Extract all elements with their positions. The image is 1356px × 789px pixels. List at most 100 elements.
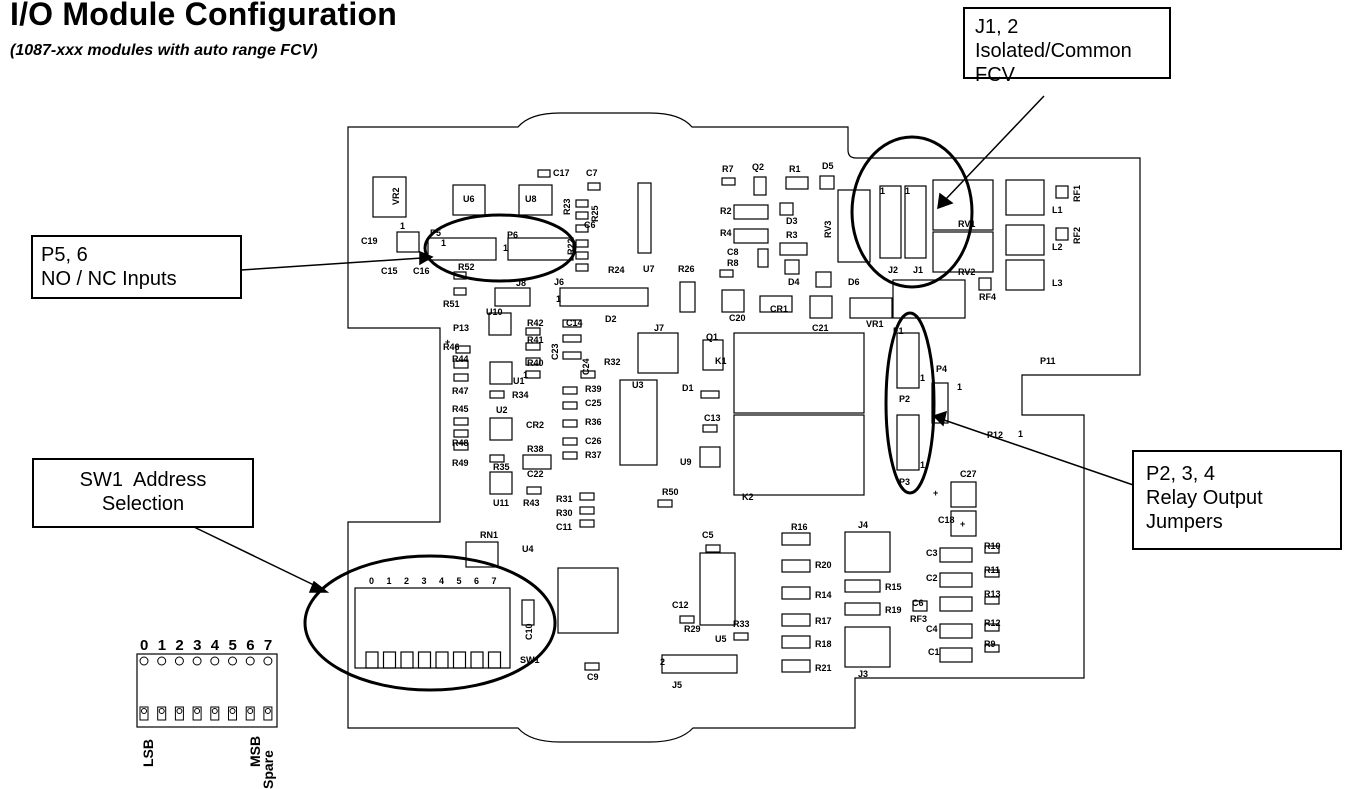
component-label: Q1 xyxy=(706,332,718,342)
pcb-component xyxy=(1055,185,1069,199)
ellipse-p234 xyxy=(884,311,936,495)
pcb-component xyxy=(562,451,578,460)
component-label: R32 xyxy=(604,357,621,367)
pcb-component xyxy=(575,211,589,220)
component-label: R3 xyxy=(786,230,798,240)
pcb-component xyxy=(950,510,977,537)
pcb-component xyxy=(815,271,832,288)
component-label: J6 xyxy=(554,277,564,287)
sw1-digit: 3 xyxy=(422,576,427,586)
component-label: VR2 xyxy=(391,187,401,205)
pcb-component xyxy=(932,231,994,273)
component-label: D2 xyxy=(605,314,617,324)
pcb-component xyxy=(562,351,582,360)
component-label: C17 xyxy=(553,168,570,178)
sd-digit: 1 xyxy=(158,637,166,654)
sw1-digit: 6 xyxy=(474,576,479,586)
pcb-component xyxy=(733,414,865,496)
pcb-component xyxy=(525,342,541,351)
component-label: R49 xyxy=(452,458,469,468)
component-label: C14 xyxy=(566,318,583,328)
component-label: C25 xyxy=(585,398,602,408)
component-label: C7 xyxy=(586,168,598,178)
sd-toggle-dot xyxy=(141,708,147,714)
component-label: RF2 xyxy=(1072,227,1082,244)
pcb-component xyxy=(784,259,800,275)
component-label: C4 xyxy=(926,624,938,634)
component-label: RV2 xyxy=(958,267,975,277)
pcb-component xyxy=(453,360,469,369)
component-label: C3 xyxy=(926,548,938,558)
component-label: R1 xyxy=(789,164,801,174)
pcb-component xyxy=(939,623,973,639)
component-label: D4 xyxy=(788,277,800,287)
pcb-component xyxy=(396,231,420,253)
component-label: U11 xyxy=(493,498,509,508)
pcb-component xyxy=(679,281,696,313)
pcb-component xyxy=(562,437,578,446)
pcb-component xyxy=(507,237,574,261)
component-label: R22 xyxy=(566,238,576,255)
sd-pin xyxy=(228,656,237,666)
sd-toggle-dot xyxy=(176,708,183,714)
sw1-toggle xyxy=(417,651,432,669)
component-label: R21 xyxy=(815,663,832,673)
pcb-component xyxy=(575,263,589,272)
component-label: R41 xyxy=(527,335,544,345)
component-label: R4 xyxy=(720,228,732,238)
pcb-component xyxy=(453,442,469,451)
pcb-component xyxy=(932,179,994,231)
sd-digit: 7 xyxy=(264,637,272,654)
component-label: R18 xyxy=(815,639,832,649)
pcb-component xyxy=(699,552,736,626)
pcb-component xyxy=(562,334,582,343)
callout-j1j2-line2: Isolated/Common FCV xyxy=(975,40,1132,86)
component-label: U6 xyxy=(463,194,475,204)
component-label: P3 xyxy=(899,477,910,487)
pcb-component xyxy=(904,185,927,259)
component-label: R31 xyxy=(556,494,573,504)
callout-p5p6: P5, 6 NO / NC Inputs xyxy=(31,235,242,299)
component-label: R16 xyxy=(791,522,808,532)
pcb-component xyxy=(721,289,745,313)
component-label: U4 xyxy=(522,544,534,554)
component-label: R13 xyxy=(984,589,1001,599)
sd-pin xyxy=(174,656,184,666)
sw1-digit: 7 xyxy=(492,576,497,586)
pcb-component xyxy=(453,287,467,296)
pcb-component xyxy=(557,567,619,634)
component-label: J8 xyxy=(516,278,526,288)
component-label: CR1 xyxy=(770,304,788,314)
component-label: + xyxy=(960,519,965,529)
pcb-component xyxy=(489,390,505,399)
pcb-component xyxy=(721,177,736,186)
component-label: C21 xyxy=(812,323,829,333)
component-label: 1 xyxy=(400,221,405,231)
pcb-component xyxy=(579,492,595,501)
component-label: J3 xyxy=(858,669,868,679)
switch-detail xyxy=(136,653,278,728)
component-label: P12 xyxy=(987,430,1003,440)
pcb-component xyxy=(579,519,595,528)
sd-spare: Spare xyxy=(260,750,276,789)
pcb-component xyxy=(844,602,881,616)
sd-digit: 0 xyxy=(140,637,148,654)
pcb-component xyxy=(637,332,679,374)
component-label: C23 xyxy=(550,343,560,360)
ellipse-sw1 xyxy=(303,554,557,692)
pcb-component xyxy=(661,654,738,674)
pcb-component xyxy=(733,332,865,414)
component-label: R12 xyxy=(984,618,1001,628)
board-outline xyxy=(347,112,1141,743)
component-label: L3 xyxy=(1052,278,1063,288)
sw1-toggle xyxy=(400,651,414,669)
pcb-component xyxy=(575,251,589,260)
callout-p5p6-line1: P5, 6 xyxy=(41,244,88,266)
pcb-component xyxy=(733,632,749,641)
component-label: R10 xyxy=(984,541,1001,551)
pcb-component xyxy=(518,184,553,216)
sw1-toggle xyxy=(470,651,484,669)
callout-p234-line2: Relay Output xyxy=(1146,487,1263,509)
